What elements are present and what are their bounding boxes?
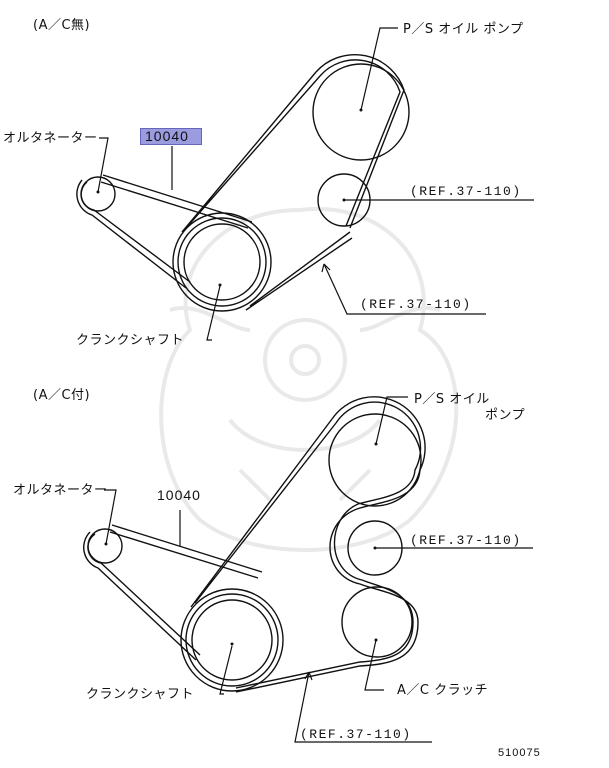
top-section-title: (A／C無) [33,18,91,33]
bottom-ps-pump-label-line2: ポンプ [485,408,526,423]
bottom-crankshaft-label: クランクシャフト [86,687,195,702]
bottom-ps-pump-label-line1: P／S オイル [414,392,490,407]
top-ref-belt-link[interactable]: (REF.37-110) [360,297,472,312]
top-belt [100,174,253,229]
top-part-number-highlight[interactable]: 10040 [140,128,202,145]
top-belt-diagram [76,27,534,341]
top-crankshaft-pulley [183,223,261,301]
top-ps-pump-pulley [312,63,410,161]
bottom-belt-diagram [83,396,533,743]
top-crankshaft-label: クランクシャフト [76,333,185,348]
top-ref-idler-link[interactable]: (REF.37-110) [410,184,522,199]
figure-number: 510075 [498,747,541,759]
bottom-section-title: (A／C付) [33,388,91,403]
top-alternator-label: オルタネーター [3,131,98,146]
bottom-part-number[interactable]: 10040 [157,487,201,503]
watermark-emblem [159,206,459,552]
bottom-ps-pump-pulley [328,413,422,507]
bottom-ac-clutch-pulley [341,586,413,658]
bottom-ac-clutch-label: A／C クラッチ [397,683,489,698]
bottom-crankshaft-pulley [191,599,273,681]
bottom-alternator-label: オルタネーター [13,483,108,498]
bottom-ref-idler-link[interactable]: (REF.37-110) [410,533,522,548]
top-ps-pump-label: P／S オイル ポンプ [403,22,524,37]
bottom-ref-belt-link[interactable]: (REF.37-110) [300,727,412,742]
